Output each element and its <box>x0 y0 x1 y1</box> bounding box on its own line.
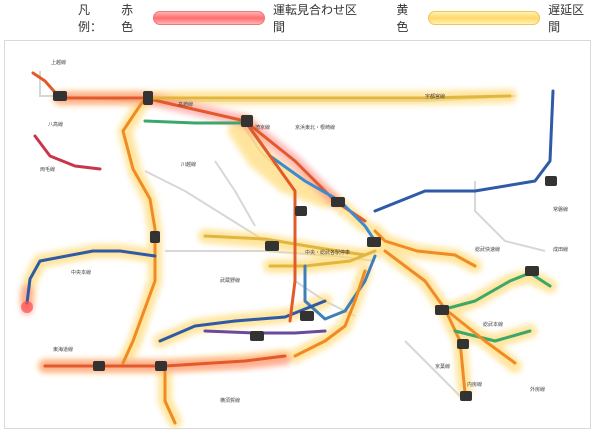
label-1: 高崎線 <box>178 102 194 108</box>
label-26: 宇都宮線 <box>425 94 446 100</box>
label-8: 東海道線 <box>53 347 74 353</box>
label-24: 京浜東北・根崎線 <box>295 125 336 131</box>
label-14: 内房線 <box>467 382 483 388</box>
legend: 凡例： 赤色 運転見合わせ区間 黄色 遅延区間 <box>0 0 595 36</box>
label-12: 総武本線 <box>483 322 504 328</box>
legend-yellow-label: 黄色 <box>396 3 409 34</box>
label-25: 埼京線 <box>255 125 271 131</box>
label-13: 京葉線 <box>435 364 451 370</box>
highlight-point <box>21 301 33 313</box>
label-2: 八高線 <box>48 122 64 128</box>
station-markers <box>53 91 557 401</box>
label-6: 川越線 <box>181 162 197 168</box>
line-label-layer: 上越線 高崎線 八高線 両毛線 川越線 中央本線 東海道線 横須賀線 常磐線 成… <box>5 41 592 430</box>
label-9: 横須賀線 <box>220 398 241 404</box>
label-7: 中央本線 <box>71 270 92 276</box>
legend-red-label: 赤色 <box>121 3 134 34</box>
label-31: 総武快速線 <box>475 247 501 253</box>
route-map[interactable]: 上越線 高崎線 八高線 両毛線 川越線 中央本線 東海道線 横須賀線 常磐線 成… <box>4 40 591 429</box>
label-11: 成田線 <box>553 247 569 253</box>
label-0: 上越線 <box>51 60 67 66</box>
legend-yellow-swatch <box>427 11 541 25</box>
route-map-svg <box>20 71 557 428</box>
legend-red-swatch <box>152 11 265 25</box>
legend-yellow-desc: 遅延区間 <box>548 3 585 34</box>
legend-red-desc: 運転見合わせ区間 <box>272 3 357 34</box>
label-18: 武蔵野線 <box>220 278 241 284</box>
legend-title: 凡例： <box>78 3 103 34</box>
label-15: 外房線 <box>530 387 546 393</box>
label-10: 常磐線 <box>553 207 569 213</box>
label-4: 両毛線 <box>40 167 56 173</box>
label-28: 中央・総武各駅停車 <box>305 250 351 256</box>
